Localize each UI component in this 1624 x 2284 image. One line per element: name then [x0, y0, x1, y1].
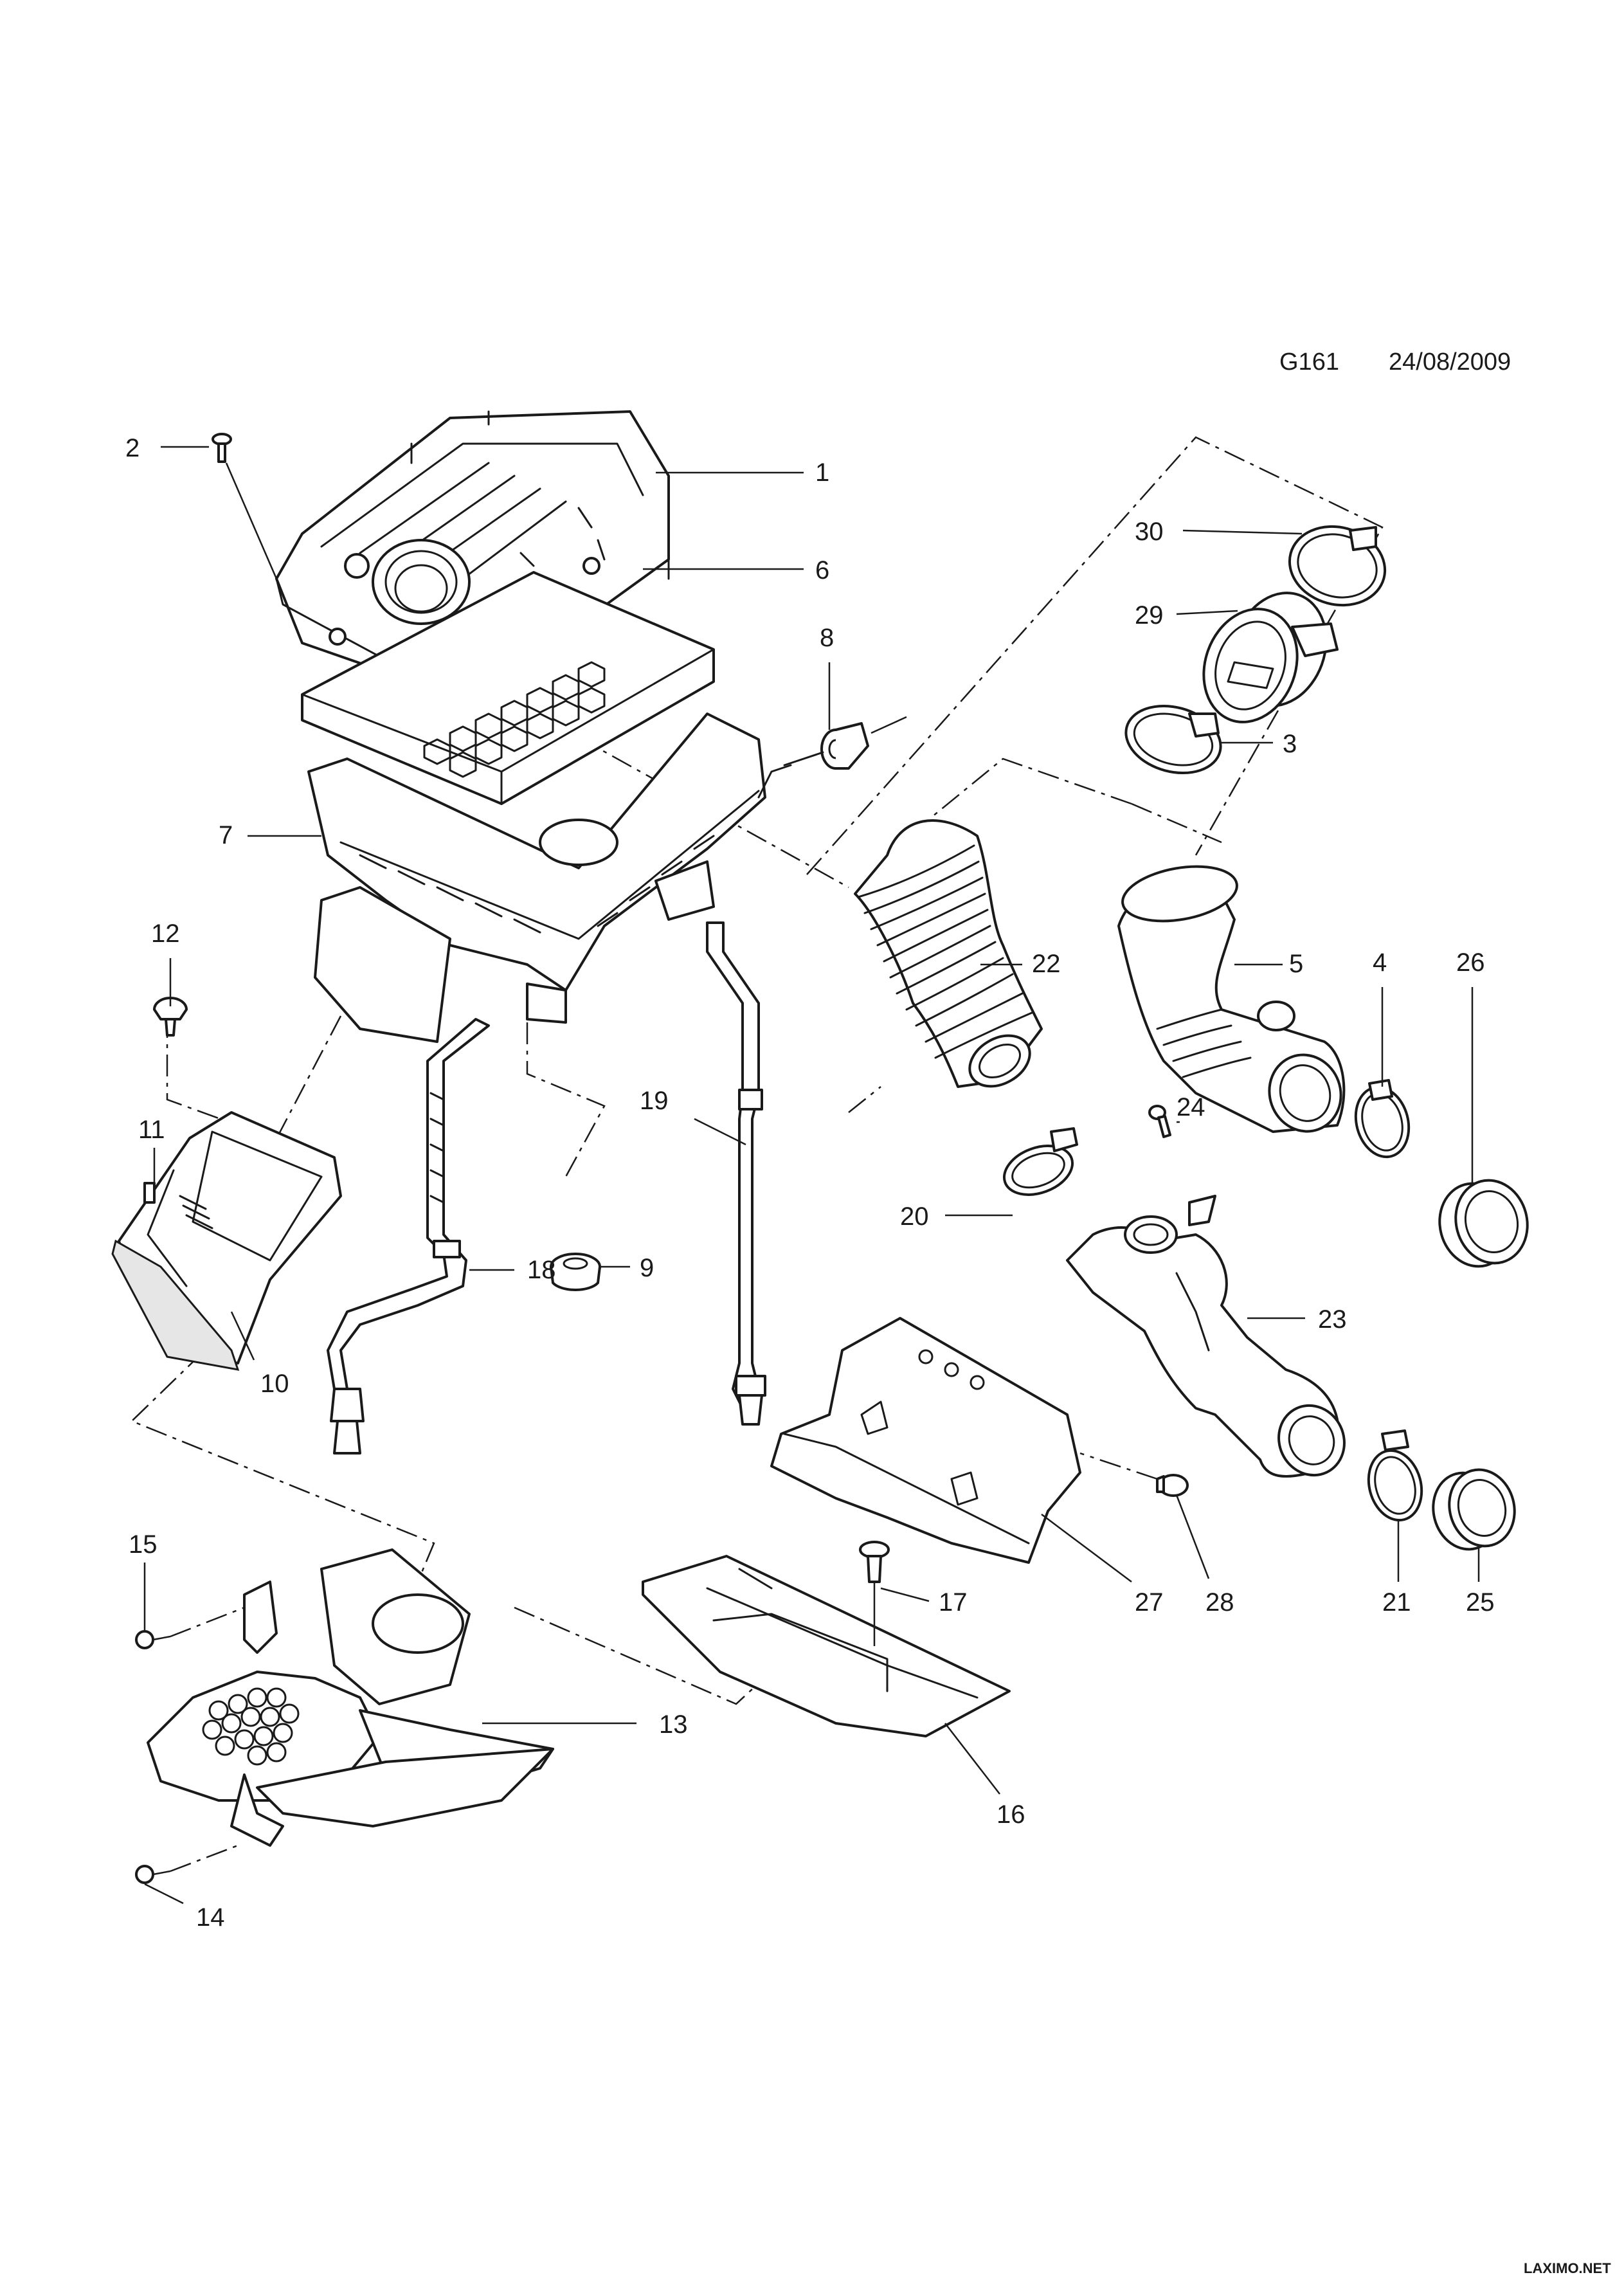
- callout-7: 7: [219, 821, 233, 849]
- mass-air-flow-sensor: [1202, 592, 1339, 723]
- label-tag: [143, 1182, 156, 1204]
- callout-11: 11: [138, 1116, 165, 1144]
- callout-29: 29: [1135, 601, 1164, 630]
- air-duct: [111, 1111, 342, 1371]
- leader-lines: [143, 446, 1480, 1905]
- clamp: [1288, 525, 1387, 607]
- callout-26: 26: [1456, 948, 1485, 977]
- callout-17: 17: [939, 1588, 968, 1617]
- clamp: [1432, 1468, 1516, 1551]
- callout-labels: 1 2 3 4 5 6 7 8 9 10 11 12 13 14 15 16 1…: [125, 434, 1495, 1932]
- push-clip: [1079, 1452, 1189, 1497]
- air-filter-housing: [307, 712, 792, 1043]
- vent-hose: [706, 921, 766, 1426]
- callout-23: 23: [1318, 1305, 1347, 1334]
- callout-14: 14: [196, 1903, 225, 1932]
- clamp: [1354, 1079, 1411, 1159]
- callout-25: 25: [1466, 1588, 1495, 1617]
- fastener-screw: [1148, 1105, 1171, 1138]
- callout-22: 22: [1032, 950, 1061, 978]
- callout-30: 30: [1135, 518, 1164, 546]
- push-clip: [859, 1541, 890, 1646]
- callout-5: 5: [1289, 950, 1303, 978]
- watermark: LAXIMO.NET: [1524, 2260, 1611, 2276]
- heat-shield: [642, 1555, 1011, 1737]
- air-filter-element: [301, 571, 715, 805]
- callout-21: 21: [1382, 1588, 1411, 1617]
- callout-16: 16: [997, 1800, 1025, 1829]
- clamp: [1002, 1127, 1078, 1196]
- callout-3: 3: [1283, 730, 1297, 758]
- fastener-screw: [135, 1844, 239, 1884]
- fastener-screw: [135, 1606, 245, 1649]
- callout-20: 20: [900, 1202, 929, 1231]
- heat-shield: [770, 1317, 1081, 1564]
- diagram-code: G161: [1279, 349, 1339, 376]
- callout-9: 9: [640, 1254, 654, 1282]
- callout-8: 8: [820, 624, 834, 652]
- air-duct: [1066, 1195, 1346, 1478]
- callout-28: 28: [1205, 1588, 1234, 1617]
- grommet: [783, 716, 907, 770]
- fastener-screw: [212, 433, 278, 579]
- lower-intake-snorkel: [147, 1548, 554, 1847]
- callout-6: 6: [815, 556, 829, 585]
- callout-10: 10: [260, 1370, 289, 1398]
- clamp: [1124, 704, 1222, 775]
- push-clip: [153, 997, 188, 1037]
- callout-4: 4: [1373, 948, 1387, 977]
- callout-1: 1: [815, 458, 829, 487]
- diagram-date: 24/08/2009: [1389, 349, 1511, 376]
- callout-15: 15: [129, 1530, 158, 1559]
- callout-12: 12: [151, 920, 180, 948]
- callout-19: 19: [640, 1087, 669, 1115]
- callout-24: 24: [1177, 1093, 1205, 1121]
- clamp: [1438, 1179, 1529, 1268]
- callout-13: 13: [659, 1710, 688, 1739]
- callout-2: 2: [125, 434, 140, 462]
- clamp: [1367, 1429, 1423, 1522]
- grommet: [550, 1253, 601, 1291]
- air-duct: [1117, 865, 1346, 1133]
- callout-18: 18: [527, 1256, 556, 1284]
- callout-27: 27: [1135, 1588, 1164, 1617]
- bellows-hose: [854, 819, 1043, 1088]
- vent-hose: [327, 1018, 490, 1455]
